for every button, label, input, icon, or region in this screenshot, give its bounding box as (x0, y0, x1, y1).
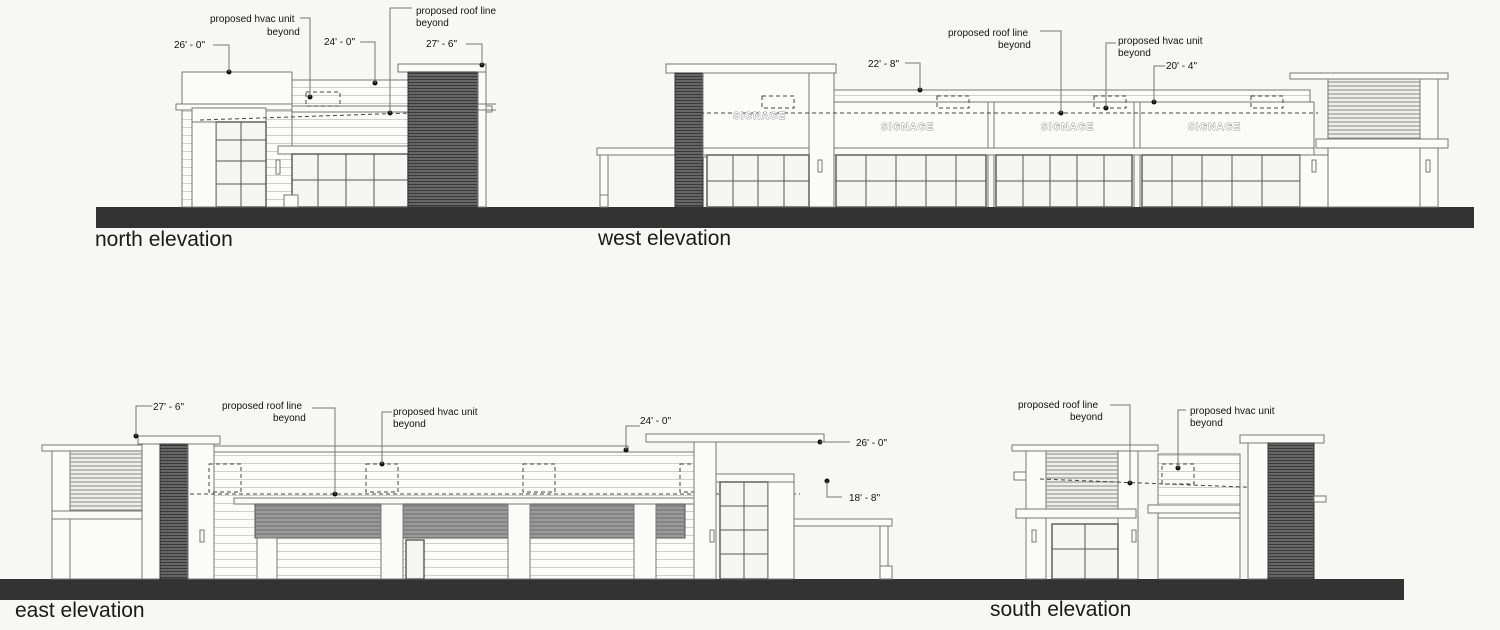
east-roof-label-2: beyond (273, 413, 306, 424)
west-dim-20: 20' - 4" (1166, 61, 1197, 72)
east-dim-27: 27' - 6" (153, 402, 184, 413)
west-hvac-label-2: beyond (1118, 48, 1151, 59)
south-roof-label-2: beyond (1070, 412, 1103, 423)
west-hvac-unit-3 (1093, 95, 1127, 109)
north-dim-26: 26' - 0" (174, 40, 205, 51)
west-signage-2: SIGNAGE (881, 122, 934, 133)
north-hvac-label-2: beyond (267, 27, 300, 38)
north-elevation-title: north elevation (95, 228, 233, 251)
south-hvac-label-1: proposed hvac unit (1190, 406, 1275, 417)
north-dim-27: 27' - 6" (426, 39, 457, 50)
west-signage-4: SIGNAGE (1188, 122, 1241, 133)
west-signage-3: SIGNAGE (1041, 122, 1094, 133)
west-hvac-label-1: proposed hvac unit (1118, 36, 1203, 47)
north-roof-label-1: proposed roof line (416, 6, 496, 17)
west-hvac-unit-2 (936, 95, 970, 109)
south-elevation-title: south elevation (990, 598, 1131, 621)
east-louver-band (254, 503, 686, 539)
north-roof-label-2: beyond (416, 18, 449, 29)
west-louver-tower (674, 72, 704, 208)
west-elevation: SIGNAGE SIGNAGE SIGNAGE SIGNAGE 22' - 8"… (596, 28, 1449, 250)
west-roof-label-2: beyond (998, 40, 1031, 51)
west-elevation-title: west elevation (597, 227, 731, 250)
north-hvac-unit (305, 91, 341, 107)
north-ground (96, 207, 1474, 228)
east-roof-label-1: proposed roof line (222, 401, 302, 412)
east-hvac-label-1: proposed hvac unit (393, 407, 478, 418)
east-hvac-unit-1 (208, 463, 242, 493)
east-dim-26: 26' - 0" (856, 438, 887, 449)
east-hvac-unit-3 (522, 463, 556, 493)
east-left-louver (69, 450, 143, 512)
west-roof-label-1: proposed roof line (948, 28, 1028, 39)
south-hvac-label-2: beyond (1190, 418, 1223, 429)
west-signage-1: SIGNAGE (733, 111, 786, 122)
east-ground (0, 579, 1404, 600)
east-dim-18: 18' - 8" (849, 493, 880, 504)
east-louver-tower (159, 443, 189, 580)
south-roof-label-1: proposed roof line (1018, 400, 1098, 411)
north-hvac-label-1: proposed hvac unit (210, 14, 295, 25)
west-right-louver (1327, 78, 1421, 140)
west-hvac-unit-4 (1250, 95, 1284, 109)
north-louver-tower (407, 71, 479, 208)
west-hvac-unit-1 (761, 95, 795, 109)
east-elevation-title: east elevation (15, 599, 145, 622)
north-elevation: 26' - 0" 24' - 0" 27' - 6" proposed hvac… (95, 6, 1474, 251)
east-hvac-label-2: beyond (393, 419, 426, 430)
east-dim-24: 24' - 0" (640, 416, 671, 427)
north-dim-24: 24' - 0" (324, 37, 355, 48)
south-elevation: proposed roof line beyond proposed hvac … (990, 400, 1327, 621)
east-elevation: 27' - 6" 24' - 0" 26' - 0" 18' - 8" prop… (0, 401, 1404, 622)
south-louver-tower (1267, 442, 1315, 580)
west-dim-22: 22' - 8" (868, 59, 899, 70)
